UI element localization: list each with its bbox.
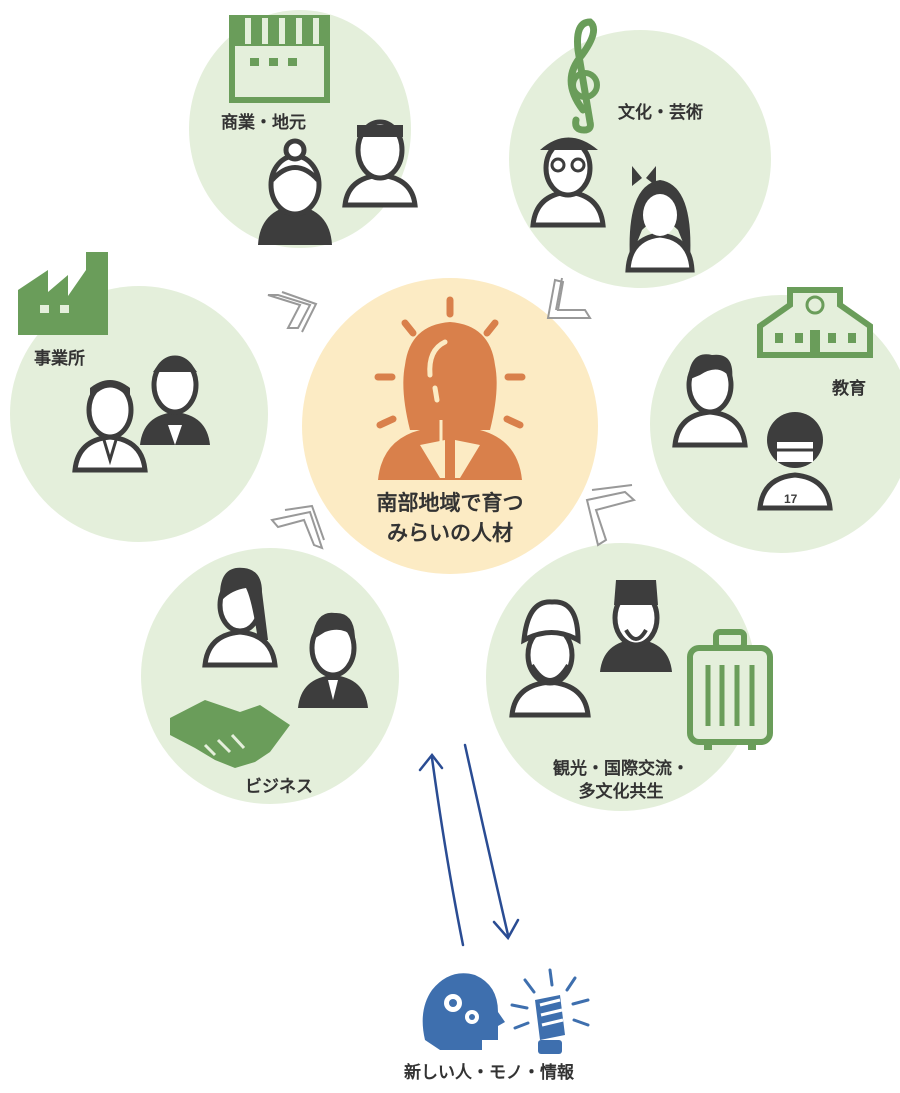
girl-with-bow-icon [625, 166, 695, 273]
center-title-line1: 南部地域で育つ [376, 491, 524, 515]
lightbulb-person-icon [378, 322, 522, 480]
young-man-icon [672, 354, 748, 448]
education-label: 教育 [832, 379, 866, 399]
tourism-label-line1: 観光・国際交流・ [553, 759, 689, 779]
center-title: 南部地域で育つ みらいの人材 [320, 488, 580, 549]
beret-glasses-man-icon [530, 137, 606, 228]
office-worker-icon [72, 380, 148, 473]
arrow-from-culture [546, 277, 592, 319]
turban-man-icon [509, 599, 591, 718]
culture-label: 文化・芸術 [618, 103, 703, 123]
handshake-icon [170, 700, 290, 768]
suitcase-icon [687, 629, 773, 750]
bottom-label: 新しい人・モノ・情報 [404, 1063, 574, 1083]
business-man-icon [298, 612, 368, 708]
commerce-label: 商業・地元 [221, 113, 306, 133]
store-icon [229, 15, 330, 103]
traditional-hat-man-icon [600, 580, 672, 672]
business-circle [141, 548, 399, 804]
tourism-label: 観光・国際交流・ 多文化共生 [553, 758, 689, 804]
headband-man-icon [342, 119, 418, 208]
center-title-line2: みらいの人材 [387, 521, 513, 546]
tourism-label-line2: 多文化共生 [578, 781, 664, 802]
arrow-from-commerce [267, 291, 318, 333]
treble-clef-icon [567, 18, 600, 134]
lightbulb-icon [535, 995, 565, 1054]
football-player-icon: 17 [757, 412, 833, 511]
bulb-rays-icon [510, 968, 590, 1030]
arrow-from-tourism [585, 484, 637, 547]
older-woman-icon [258, 138, 332, 245]
svg-text:17: 17 [784, 492, 798, 506]
gear-head-icon [422, 973, 505, 1050]
business-label: ビジネス [245, 777, 313, 797]
light-rays-icon [374, 296, 526, 429]
business-woman-icon [202, 567, 278, 668]
school-icon [757, 287, 873, 358]
arrow-from-business [270, 504, 325, 550]
bidirectional-arrows [418, 743, 520, 947]
office-label: 事業所 [34, 349, 85, 369]
worker-with-cap-icon [140, 355, 210, 445]
factory-icon [18, 252, 108, 335]
